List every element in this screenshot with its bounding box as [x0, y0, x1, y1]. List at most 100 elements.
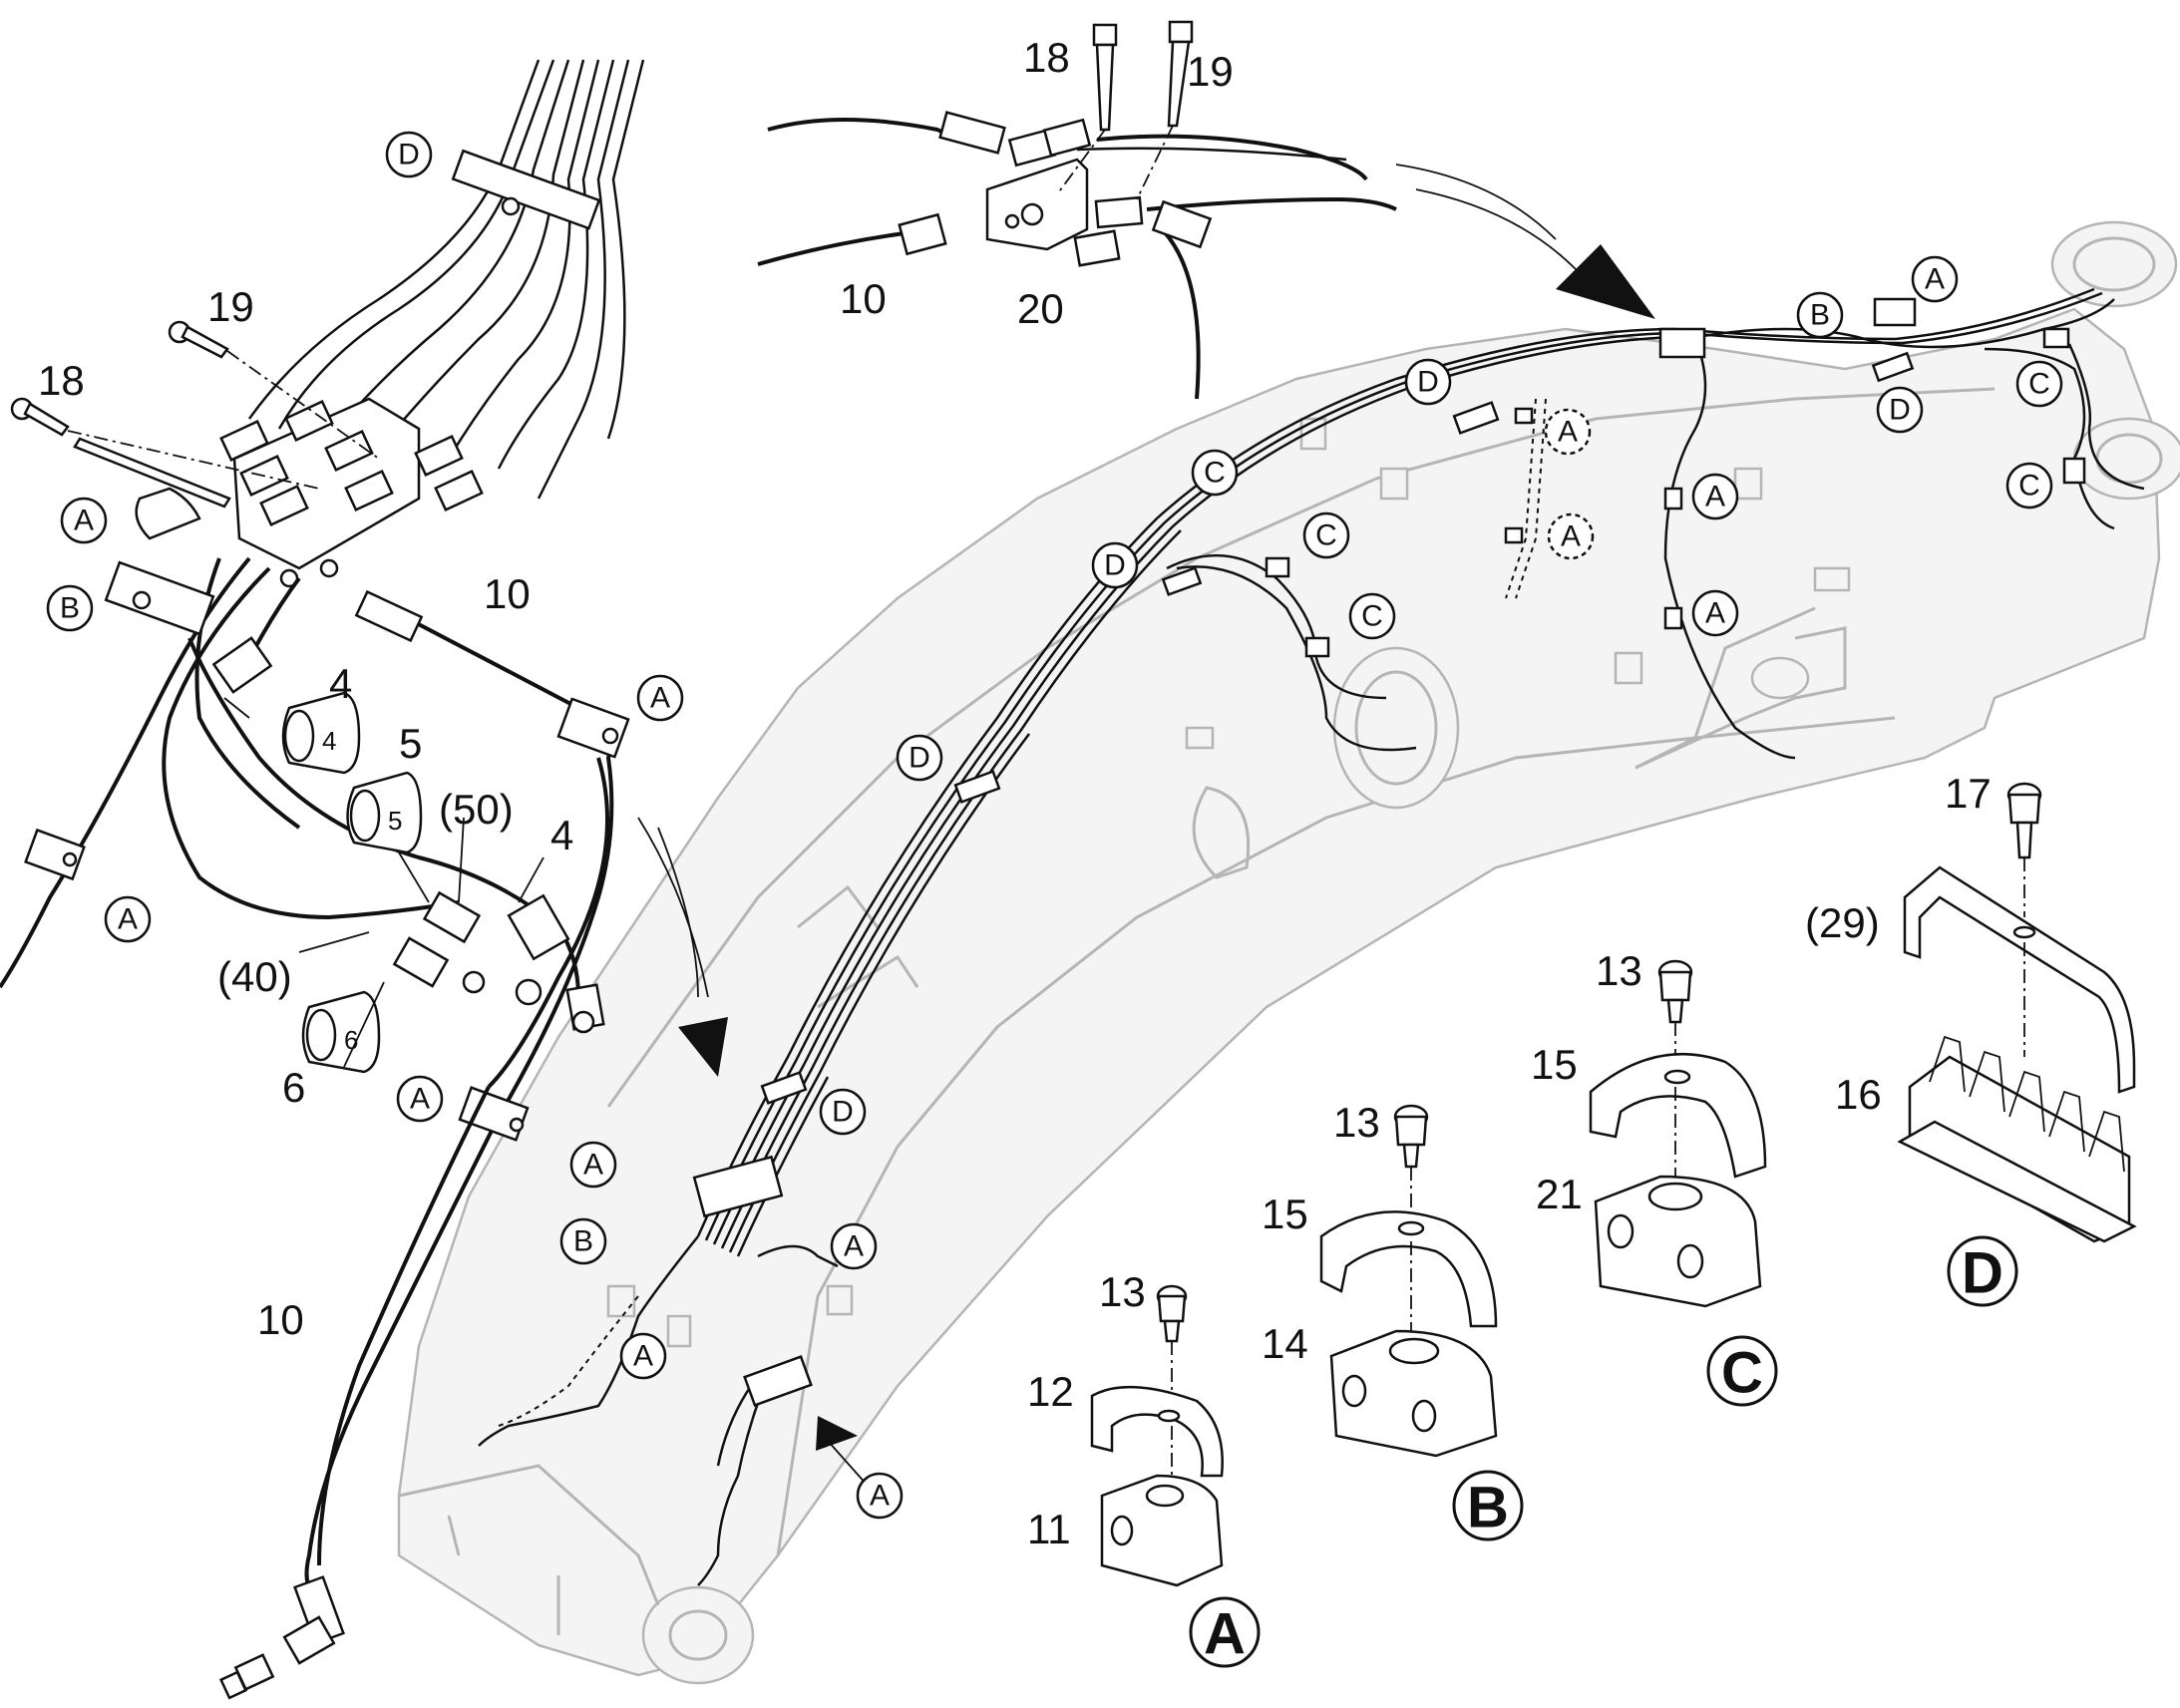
hose-bundle-boom — [478, 287, 2145, 1586]
callout-c-boom-right: C — [2005, 462, 2053, 510]
clamp-d-boom-2 — [760, 1071, 808, 1105]
callout-a-boom-bottom-3: A — [619, 1332, 667, 1380]
label-29: (29) — [1805, 899, 1880, 946]
clamp-set-c-exploded — [1589, 959, 1767, 1308]
svg-text:A: A — [633, 1340, 653, 1373]
label-14: 14 — [1262, 1320, 1308, 1367]
svg-text:A: A — [583, 1149, 603, 1182]
valve-20-port-2 — [1004, 213, 1020, 229]
label-4b: 4 — [550, 812, 573, 858]
clamp-a-boom-2 — [1663, 606, 1683, 630]
fitting-4b-end — [515, 978, 543, 1006]
arrow-left-line-b — [657, 827, 699, 998]
clamp-set-label-a: A — [1189, 1596, 1261, 1668]
clamp-c-boom-2 — [1265, 556, 1290, 578]
callout-b-left: B — [46, 584, 94, 632]
callout-d-boom-4: D — [819, 1088, 867, 1136]
svg-text:C: C — [1315, 519, 1337, 552]
clamp-cap-15-c-hole — [1663, 1069, 1691, 1085]
clamp-set-labels: A B C D — [1189, 1235, 2018, 1668]
clamp-a-left-mid — [24, 828, 86, 881]
fitting-m7 — [414, 435, 464, 477]
label-50: (50) — [439, 786, 514, 833]
label-10-top: 10 — [840, 275, 887, 322]
hose-10-lower — [317, 1086, 491, 1566]
clamp-d-boom-3 — [1452, 401, 1500, 435]
valve-block-boom-right — [1873, 297, 1917, 327]
valve-block-boom-bottom — [692, 1155, 784, 1218]
svg-text:A: A — [870, 1480, 890, 1513]
cap-4: 4 — [281, 691, 361, 775]
clamp-d-top-left — [451, 149, 601, 230]
clamp-set-label-d: D — [1947, 1235, 2018, 1307]
callout-b-boom-top: B — [1796, 291, 1844, 339]
callout-c-boom-1: C — [1191, 449, 1239, 497]
label-40: (40) — [217, 953, 292, 1000]
svg-text:D: D — [832, 1096, 854, 1129]
cap-6: 6 — [301, 990, 381, 1074]
svg-text:A: A — [410, 1083, 430, 1116]
callout-a-boom-bottom-4: A — [856, 1472, 904, 1520]
svg-text:A: A — [1705, 597, 1725, 630]
hose-top-c — [1096, 134, 1368, 181]
svg-text:D: D — [1417, 366, 1439, 399]
callout-a-boom-mid-2: A — [1691, 589, 1739, 637]
clamp-cap-15-b-hole — [1397, 1220, 1425, 1236]
fitting-m5 — [344, 470, 394, 512]
arrow-top-head — [1556, 244, 1655, 319]
fitting-hose-right — [354, 589, 424, 643]
leader-6 — [343, 981, 385, 1068]
label-19-top: 19 — [1187, 48, 1234, 95]
callout-a-left-3: A — [104, 895, 152, 943]
hose-top-a — [767, 118, 958, 142]
callout-d-top-left: D — [385, 131, 433, 178]
clamp-cover-29 — [1903, 865, 2136, 1094]
svg-text:D: D — [1104, 549, 1126, 582]
svg-text:A: A — [844, 1230, 864, 1263]
fitting-m4 — [324, 430, 374, 472]
callout-c-boom-2: C — [1302, 512, 1350, 559]
clamp-a-right-mid — [556, 697, 630, 759]
callout-c-boom-3: C — [1348, 592, 1396, 640]
label-13-c: 13 — [1596, 947, 1642, 994]
fitting-m1 — [219, 420, 269, 462]
label-20-top: 20 — [1017, 285, 1064, 332]
clamp-set-d-exploded — [1897, 782, 2137, 1243]
label-4a: 4 — [329, 660, 352, 707]
cap-4-label: 4 — [322, 726, 336, 756]
hose-10-top — [757, 227, 928, 266]
clamp-c-boom-3 — [2062, 457, 2086, 485]
clamp-a-bottom — [458, 1086, 530, 1142]
leader-4b — [518, 856, 545, 903]
leader-50 — [458, 817, 465, 903]
svg-text:A: A — [1925, 263, 1945, 296]
svg-text:C: C — [1204, 457, 1226, 490]
manifold-bolt-2 — [319, 558, 339, 578]
label-19-left: 19 — [207, 283, 254, 330]
hose-top-d — [1146, 196, 1397, 211]
svg-text:B: B — [1810, 299, 1830, 332]
fitting-hose-upper — [211, 636, 273, 694]
bolt-18-left — [10, 397, 320, 490]
clamp-cap-15-b — [1319, 1210, 1498, 1328]
label-21: 21 — [1536, 1171, 1583, 1217]
leader-4a — [223, 697, 250, 719]
clamp-a-left-rod — [135, 487, 201, 540]
mounting-rod — [73, 437, 231, 509]
clamp-base-14-bore-1 — [1341, 1374, 1367, 1408]
svg-text:B: B — [1467, 1476, 1509, 1540]
callout-d-boom-2: D — [1091, 541, 1139, 589]
svg-text:A: A — [1204, 1602, 1246, 1667]
svg-text:D: D — [1962, 1241, 2003, 1306]
label-13-b: 13 — [1333, 1099, 1380, 1146]
hose-10-branch — [487, 757, 609, 1089]
fitting-top-6 — [1073, 229, 1121, 267]
label-16: 16 — [1835, 1071, 1882, 1118]
svg-text:A: A — [650, 682, 670, 715]
fitting-top-5 — [1151, 199, 1213, 249]
bolt-18-top — [1056, 23, 1118, 195]
fitting-40-end — [462, 970, 486, 994]
fitting-10-top — [898, 212, 947, 256]
